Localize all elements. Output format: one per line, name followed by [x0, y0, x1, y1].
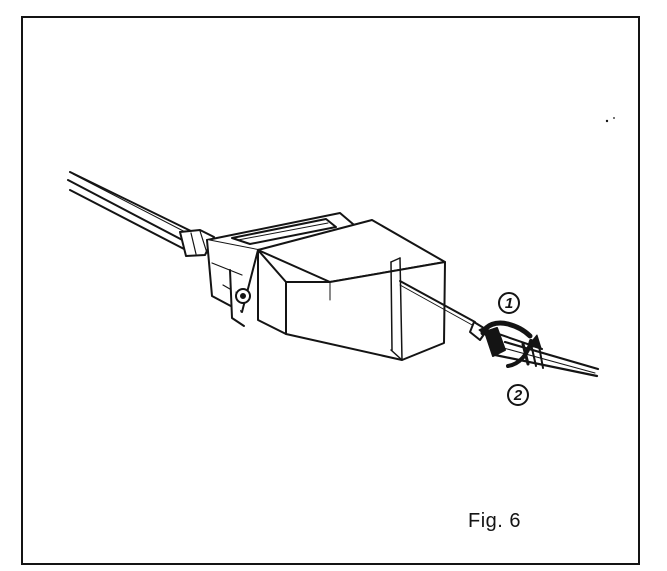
callout-1-label: 1 [505, 295, 513, 312]
callout-2-label: 2 [513, 387, 523, 404]
callout-1-circle [498, 292, 520, 314]
callout-2-circle [507, 384, 529, 406]
tonearm-tube [67, 171, 196, 251]
stylus-cantilever [399, 280, 488, 341]
cartridge-body [257, 219, 446, 361]
arrow-step1-icon [478, 320, 533, 339]
arrow-step2-icon [506, 334, 542, 368]
headshell-mount [206, 212, 361, 327]
print-specks [605, 117, 615, 123]
stylus-assembly [484, 327, 600, 378]
figure-caption: Fig. 6 [468, 510, 522, 532]
